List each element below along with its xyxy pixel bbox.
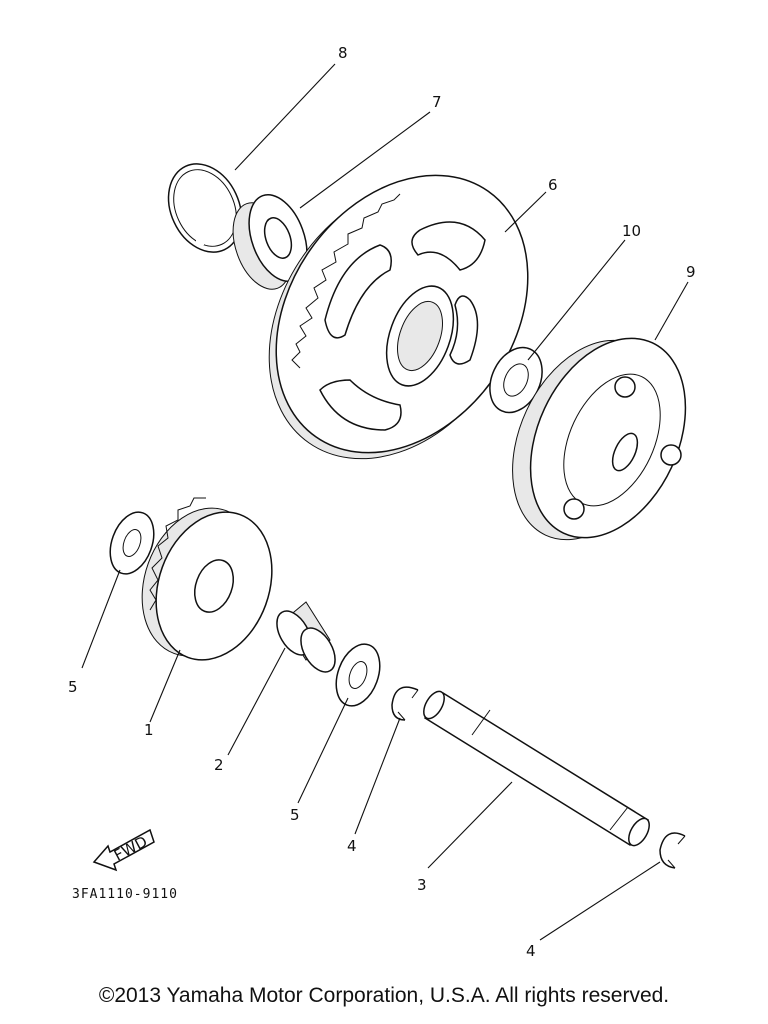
leader-lines [81,63,689,941]
part-2-collar [276,601,336,673]
callout-5b: 5 [290,806,300,824]
part-5-washer-left [109,511,155,575]
callout-10: 10 [622,222,641,240]
diagram-reference-code: 3FA1110-9110 [72,887,178,902]
callout-1: 1 [144,721,154,739]
callout-3: 3 [417,876,427,894]
part-1-idle-gear [141,497,273,661]
callout-2: 2 [214,756,224,774]
part-4-circlip-upper [391,686,419,721]
callout-4a: 4 [347,837,357,855]
part-4-circlip-lower [659,832,686,869]
callout-8: 8 [338,44,348,62]
part-9-clutch-housing [512,337,687,541]
callout-7: 7 [432,93,442,111]
callout-5a: 5 [68,678,78,696]
part-5-washer-right [335,643,381,707]
callout-9: 9 [686,263,696,281]
callout-6: 6 [548,176,558,194]
part-7-bearing [232,194,308,290]
callout-4b: 4 [526,942,536,960]
part-8-snap-ring [167,163,243,253]
fwd-label: FWD [111,832,150,864]
part-3-shaft [423,690,650,847]
part-6-gear-wheel [268,174,529,460]
fwd-arrow: FWD [92,828,155,872]
copyright-notice: ©2013 Yamaha Motor Corporation, U.S.A. A… [98,984,670,1007]
